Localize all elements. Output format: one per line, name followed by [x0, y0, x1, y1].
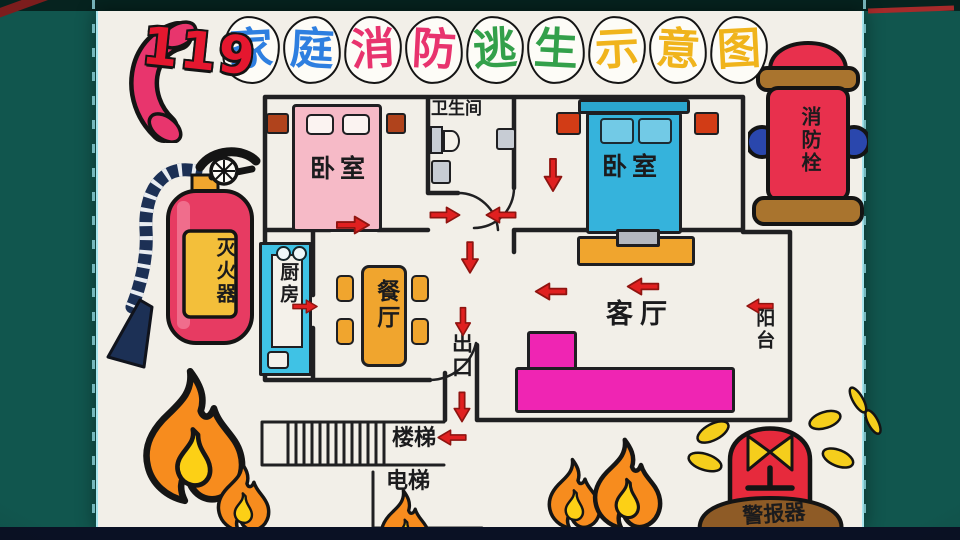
bathroom-sink — [496, 128, 516, 150]
photo-top-edge — [0, 0, 960, 11]
title-char: 意 — [647, 14, 709, 86]
chair — [411, 318, 429, 345]
hydrant-label: 消防栓 — [798, 106, 822, 175]
chair — [336, 275, 354, 302]
tv — [616, 229, 660, 247]
escape-arrow-left — [745, 297, 775, 315]
pillow — [342, 114, 370, 135]
escape-arrow-right — [334, 214, 372, 236]
chair — [411, 275, 429, 302]
nightstand — [694, 112, 719, 135]
photo-bottom-edge — [0, 527, 960, 540]
room-label-bathroom: 卫生间 — [431, 99, 482, 119]
nightstand — [556, 112, 581, 135]
pillow — [600, 118, 634, 144]
pillow — [306, 114, 334, 135]
room-label-dining: 餐厅 — [372, 279, 399, 331]
escape-arrow-down — [542, 156, 564, 194]
sofa-seat — [515, 367, 735, 413]
escape-arrow-left — [625, 276, 661, 297]
exit-label: 出口 — [449, 332, 474, 380]
stove-burner — [276, 246, 291, 261]
room-label-living: 客厅 — [606, 299, 674, 330]
emergency-number-119: 119 — [139, 16, 260, 88]
nightstand — [386, 113, 406, 134]
title-char: 消 — [342, 14, 404, 86]
title-char: 图 — [708, 14, 770, 86]
stove-burner — [292, 246, 307, 261]
escape-arrow-left — [436, 428, 468, 447]
nightstand — [266, 113, 289, 134]
chair — [336, 318, 354, 345]
escape-arrow-left — [533, 281, 569, 302]
paper-edge-stitching-left — [92, 0, 95, 540]
escape-arrow-left — [484, 205, 518, 225]
flame-icon — [578, 434, 668, 540]
elevator-label: 电梯 — [386, 469, 431, 494]
pillow — [638, 118, 672, 144]
bathroom-cabinet — [431, 160, 451, 184]
toilet-bowl — [443, 130, 460, 152]
fire-extinguisher-icon — [106, 147, 261, 369]
poster-title: 家 庭 消 防 逃 生 示 意 图 — [220, 14, 770, 86]
escape-arrow-right — [291, 298, 319, 315]
room-label-bedroom-right: 卧室 — [602, 152, 663, 181]
title-char: 生 — [525, 14, 587, 86]
escape-arrow-down — [454, 306, 473, 338]
title-char: 防 — [403, 14, 465, 86]
kitchen-sink — [267, 351, 289, 369]
toilet-tank — [430, 126, 443, 154]
extinguisher-label: 灭火器 — [213, 237, 237, 306]
title-char: 示 — [586, 14, 648, 86]
title-char: 逃 — [464, 14, 526, 86]
title-char: 庭 — [281, 14, 343, 86]
room-label-bedroom-left: 卧室 — [310, 154, 371, 183]
escape-arrow-down — [460, 240, 481, 276]
stairs-label: 楼梯 — [392, 426, 437, 451]
escape-arrow-right — [428, 205, 462, 225]
escape-arrow-down — [452, 390, 472, 424]
